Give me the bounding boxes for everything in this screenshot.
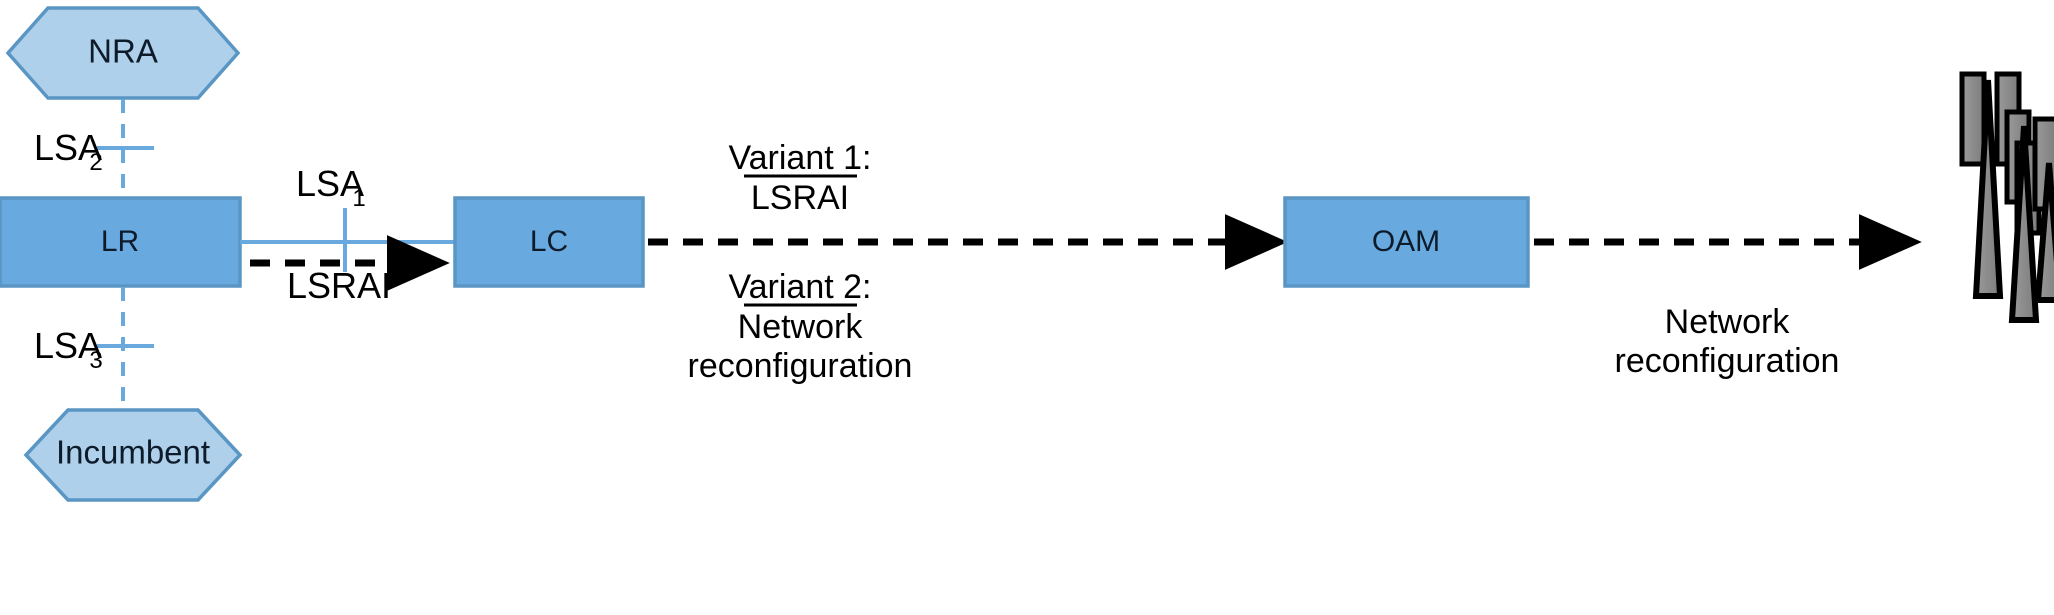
oam-network-line-1: Network (1665, 303, 1791, 341)
oam-network-label-group: Network reconfiguration (1615, 303, 1840, 380)
label-lsa2-base: LSA (34, 127, 102, 168)
lc-box-shape (453, 196, 645, 288)
label-lsa3-base: LSA (34, 325, 102, 366)
label-lsa3: LSA 3 (34, 325, 103, 374)
tower-mast-1 (1972, 79, 2004, 299)
oam-box-shape (1283, 196, 1530, 288)
label-lsrai-lr-lc: LSRAI (287, 265, 391, 306)
incumbent-hexagon-shape (23, 408, 243, 502)
tower-mast-3 (2034, 162, 2054, 303)
node-oam[interactable]: OAM (1283, 196, 1530, 288)
node-lr-label: LR (101, 225, 139, 258)
node-oam-label: OAM (1372, 225, 1440, 258)
label-lsa2: LSA 2 (34, 127, 103, 176)
lr-box-shape (0, 196, 242, 288)
node-incumbent-label: Incumbent (56, 434, 210, 471)
label-lsa3-subscript: 3 (89, 347, 102, 374)
variant-1-line-1: LSRAI (751, 179, 849, 217)
label-lsa2-subscript: 2 (89, 149, 102, 176)
variant-2-line-2: reconfiguration (688, 347, 913, 385)
label-lsa1: LSA 1 (296, 163, 366, 212)
nra-hexagon-shape (5, 6, 241, 100)
tower-bar-1 (1959, 71, 1987, 167)
variant-1-label-group: Variant 1: LSRAI (728, 139, 871, 217)
node-lr[interactable]: LR (0, 196, 242, 288)
tower-mast-2 (2008, 125, 2040, 323)
label-lsa1-base: LSA (296, 163, 364, 204)
node-incumbent[interactable]: Incumbent (23, 408, 243, 502)
antenna-cluster-icon (1959, 71, 2054, 323)
node-nra[interactable]: NRA (5, 6, 241, 100)
variant-2-line-1: Network (738, 308, 864, 346)
oam-network-line-2: reconfiguration (1615, 342, 1840, 380)
node-lc[interactable]: LC (453, 196, 645, 288)
variant-2-heading: Variant 2: (728, 268, 871, 306)
node-lc-label: LC (530, 225, 568, 258)
node-nra-label: NRA (88, 33, 158, 70)
label-lsa1-subscript: 1 (352, 185, 365, 212)
variant-1-heading: Variant 1: (728, 139, 871, 177)
variant-2-label-group: Variant 2: Network reconfiguration (688, 268, 913, 385)
